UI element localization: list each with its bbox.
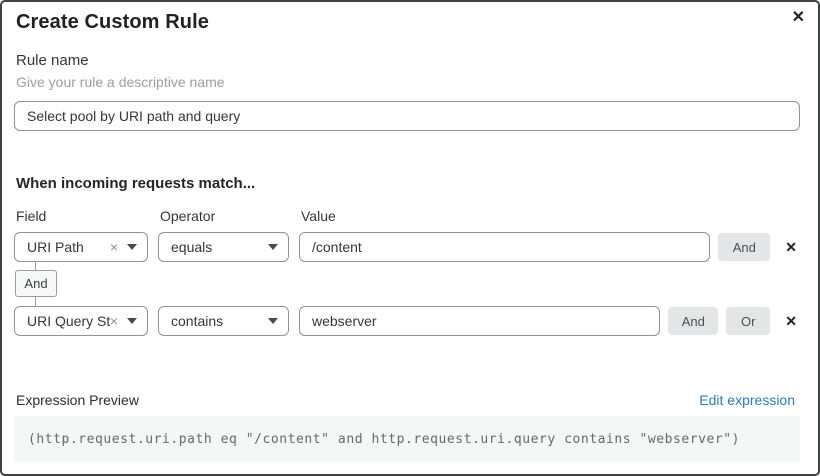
- match-row-2: URI Query St... × contains And Or ✕: [14, 306, 798, 336]
- column-field-label: Field: [16, 208, 47, 224]
- column-headers: Field Operator Value: [14, 208, 798, 224]
- close-icon[interactable]: ✕: [791, 9, 805, 26]
- operator-select-1-value: equals: [171, 239, 213, 255]
- edit-expression-link[interactable]: Edit expression: [699, 392, 795, 408]
- field-select-2-value: URI Query St...: [27, 313, 110, 329]
- or-button-row-2[interactable]: Or: [726, 307, 771, 335]
- match-row-1: URI Path × equals And ✕: [14, 232, 798, 262]
- connector-line-top: [35, 262, 36, 270]
- operator-select-2-value: contains: [171, 313, 224, 329]
- expression-section: Expression Preview Edit expression (http…: [14, 392, 800, 462]
- expression-preview-label: Expression Preview: [16, 392, 139, 408]
- value-input-1[interactable]: [299, 232, 711, 262]
- value-input-2[interactable]: [299, 306, 661, 336]
- and-button-row-1[interactable]: And: [718, 233, 771, 261]
- column-value-label: Value: [301, 208, 336, 224]
- delete-row-1-icon[interactable]: ✕: [785, 238, 797, 255]
- match-heading: When incoming requests match...: [16, 175, 256, 192]
- rule-name-hint: Give your rule a descriptive name: [16, 74, 225, 90]
- field-select-2[interactable]: URI Query St... ×: [14, 306, 148, 336]
- clear-icon[interactable]: ×: [109, 239, 118, 255]
- expression-code-block: (http.request.uri.path eq "/content" and…: [14, 416, 800, 462]
- chevron-down-icon: [127, 244, 137, 250]
- chevron-down-icon: [127, 318, 137, 324]
- and-button-row-2[interactable]: And: [668, 307, 719, 335]
- rule-name-section: Rule name Give your rule a descriptive n…: [14, 52, 800, 131]
- rule-name-label: Rule name: [16, 52, 89, 69]
- chevron-down-icon: [268, 244, 278, 250]
- column-operator-label: Operator: [160, 208, 216, 224]
- expression-code: (http.request.uri.path eq "/content" and…: [28, 431, 741, 447]
- rule-name-input[interactable]: [14, 101, 800, 131]
- operator-select-2[interactable]: contains: [158, 306, 289, 336]
- delete-row-2-icon[interactable]: ✕: [785, 312, 797, 329]
- connector-line-bottom: [35, 297, 36, 306]
- operator-select-1[interactable]: equals: [158, 232, 289, 262]
- field-select-1[interactable]: URI Path ×: [14, 232, 148, 262]
- clear-icon[interactable]: ×: [109, 313, 118, 329]
- page-title: Create Custom Rule: [16, 11, 209, 33]
- connector: And: [14, 262, 798, 306]
- match-section: When incoming requests match... Field Op…: [14, 175, 798, 336]
- field-select-1-value: URI Path: [27, 239, 84, 255]
- chevron-down-icon: [268, 318, 278, 324]
- connector-and-badge: And: [15, 270, 57, 297]
